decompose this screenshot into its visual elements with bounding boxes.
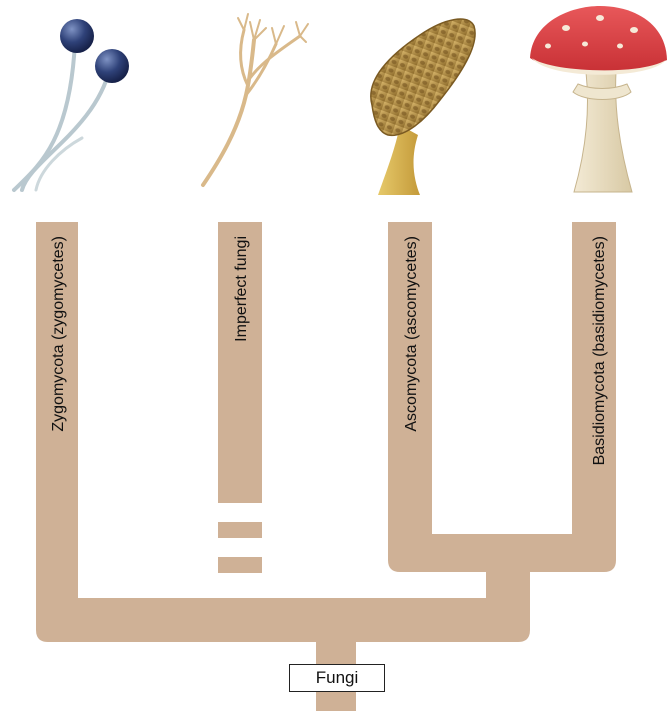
mushroom-icon — [530, 6, 667, 192]
bread-mold-icon — [14, 19, 129, 190]
branch-imperfect-dash-1 — [218, 522, 262, 538]
morel-icon — [371, 19, 475, 195]
group-label-basidiomycota: Basidiomycota (basidiomycetes) — [591, 236, 608, 465]
group-label-ascomycota: Ascomycota (ascomycetes) — [403, 236, 420, 432]
branch-imperfect-dash-2 — [218, 557, 262, 573]
group-label-imperfect-fungi: Imperfect fungi — [233, 236, 250, 342]
root-label: Fungi — [289, 664, 385, 692]
group-label-zygomycota: Zygomycota (zygomycetes) — [50, 236, 67, 432]
branch-upper-connector — [388, 222, 616, 572]
imperfect-fungus-icon — [203, 14, 308, 185]
tree-branches — [36, 222, 616, 711]
branch-lower-connector — [36, 222, 530, 642]
